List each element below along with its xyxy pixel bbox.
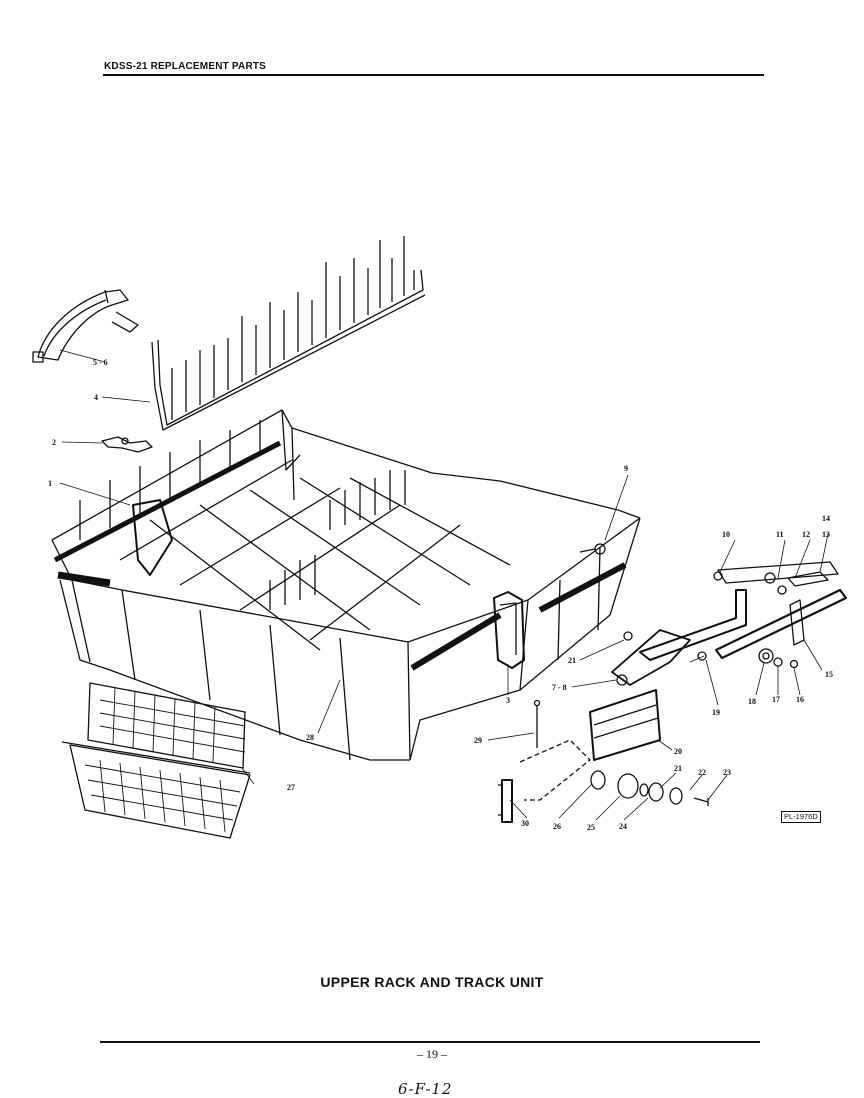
callout-leader-lines <box>59 349 829 821</box>
callout-13: 13 <box>822 530 830 539</box>
roller-stud-part <box>579 543 606 555</box>
track-end-bracket-part <box>611 629 707 686</box>
track-bracket-part <box>493 591 525 669</box>
callout-2: 2 <box>52 438 56 447</box>
callout-28: 28 <box>306 733 314 742</box>
diagram-caption: UPPER RACK AND TRACK UNIT <box>320 974 544 990</box>
callout-16: 16 <box>796 695 804 704</box>
callout-9: 9 <box>624 464 628 473</box>
callout-19: 19 <box>712 708 720 717</box>
stop-clip-part <box>101 436 153 453</box>
callout-20: 20 <box>674 747 682 756</box>
silverware-basket-part <box>61 682 251 839</box>
callout-4: 4 <box>94 393 98 402</box>
callout-7-8: 7 - 8 <box>552 683 567 692</box>
callout-26: 26 <box>553 822 561 831</box>
plate-code-label: PL-1976D <box>781 811 821 823</box>
rack-clip-part <box>32 289 139 363</box>
callout-12: 12 <box>802 530 810 539</box>
callout-25: 25 <box>587 823 595 832</box>
callout-10: 10 <box>722 530 730 539</box>
callout-22: 22 <box>698 768 706 777</box>
callout-29: 29 <box>474 736 482 745</box>
callout-1: 1 <box>48 479 52 488</box>
callout-11: 11 <box>776 530 784 539</box>
footer-rule <box>100 1041 760 1043</box>
callout-18: 18 <box>748 697 756 706</box>
page-header-title: KDSS-21 REPLACEMENT PARTS <box>104 61 267 72</box>
callout-21-lower: 21 <box>674 764 682 773</box>
upper-rack-basket <box>51 409 641 761</box>
callout-24: 24 <box>619 822 627 831</box>
callout-14: 14 <box>822 514 830 523</box>
assembly-dashed-outline <box>519 739 591 801</box>
callout-3: 3 <box>506 696 510 705</box>
tine-shelf-part <box>151 236 426 431</box>
page-number: – 19 – <box>417 1047 447 1061</box>
roller-stack-parts <box>590 770 709 806</box>
callout-21-upper: 21 <box>568 656 576 665</box>
header-rule <box>103 74 764 76</box>
callout-17: 17 <box>772 695 780 704</box>
callout-27: 27 <box>287 783 295 792</box>
track-rail-upper <box>639 561 839 661</box>
wheel-assembly-parts <box>758 648 799 669</box>
pivot-rod-part <box>533 699 541 748</box>
track-channel-part <box>589 689 661 761</box>
end-cap-part <box>498 779 513 823</box>
callout-15: 15 <box>825 670 833 679</box>
callout-23: 23 <box>723 768 731 777</box>
callout-5-6: 5 - 6 <box>93 358 108 367</box>
callout-30: 30 <box>521 819 529 828</box>
handwritten-note: 6-F-12 <box>398 1080 453 1098</box>
